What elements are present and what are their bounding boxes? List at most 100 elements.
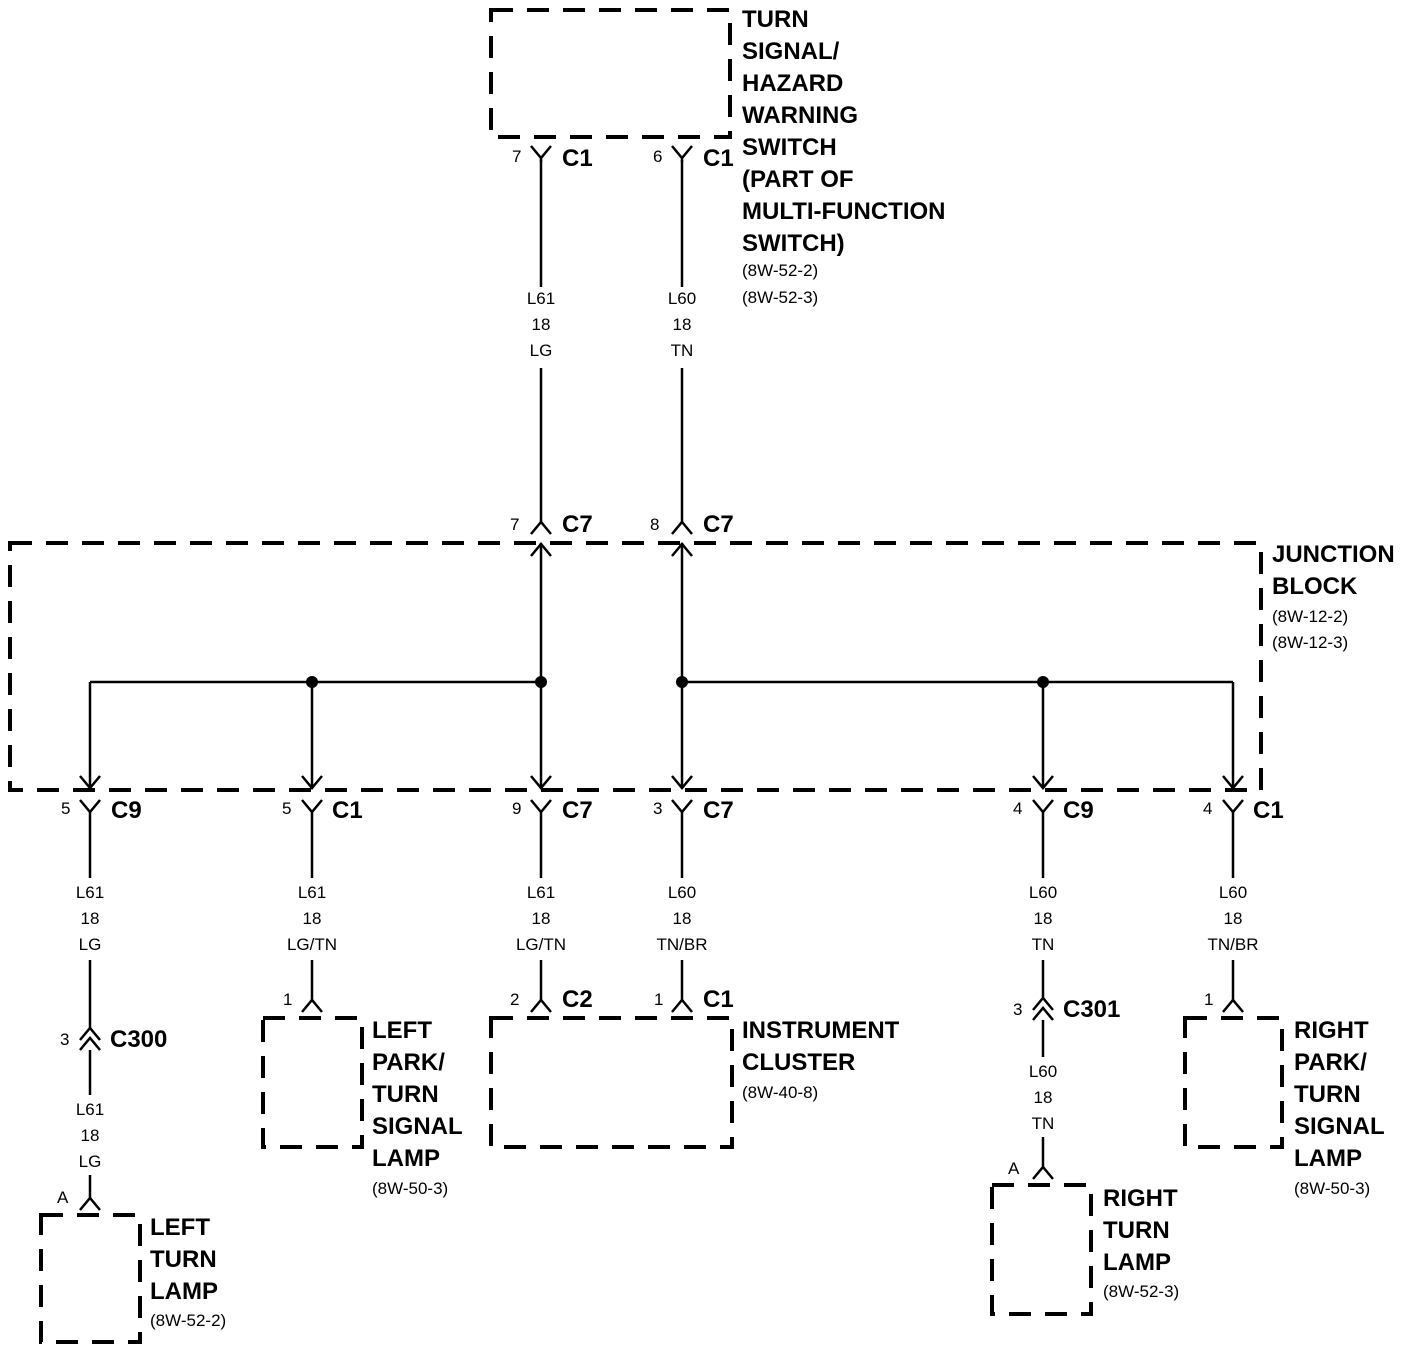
svg-text:(8W-52-3): (8W-52-3) <box>1103 1282 1179 1301</box>
connector-name: C2 <box>562 986 593 1013</box>
svg-text:MULTI-FUNCTION: MULTI-FUNCTION <box>742 198 946 225</box>
svg-text:HAZARD: HAZARD <box>742 70 843 97</box>
connector-name: C7 <box>703 797 734 824</box>
svg-text:INSTRUMENT: INSTRUMENT <box>742 1017 900 1044</box>
c301-symbol <box>1032 996 1054 1021</box>
svg-text:BLOCK: BLOCK <box>1272 573 1358 600</box>
svg-text:SIGNAL: SIGNAL <box>372 1113 463 1140</box>
wire-label-l61-c1: L61 18 LG/TN <box>287 883 337 954</box>
svg-text:PARK/: PARK/ <box>372 1049 445 1076</box>
svg-text:LG/TN: LG/TN <box>287 935 337 954</box>
svg-text:LAMP: LAMP <box>1103 1249 1171 1276</box>
wire-label-l60-c301: L60 18 TN <box>1029 1062 1057 1133</box>
svg-text:TN: TN <box>671 341 694 360</box>
svg-text:(8W-52-2): (8W-52-2) <box>150 1311 226 1330</box>
turn-signal-switch-box <box>489 8 732 139</box>
junction-block-label: JUNCTION BLOCK (8W-12-2) (8W-12-3) <box>1272 541 1395 652</box>
svg-text:18: 18 <box>532 909 551 928</box>
svg-text:SWITCH): SWITCH) <box>742 230 845 257</box>
svg-text:18: 18 <box>673 909 692 928</box>
connector-symbol <box>79 1196 101 1211</box>
pin-number: 8 <box>650 515 659 534</box>
connector-name: C301 <box>1063 996 1120 1023</box>
pin-number: 4 <box>1013 799 1022 818</box>
svg-text:LEFT: LEFT <box>150 1214 210 1241</box>
svg-text:JUNCTION: JUNCTION <box>1272 541 1395 568</box>
splice-dot <box>676 676 688 688</box>
left-park-lamp-box <box>261 1016 364 1149</box>
connector-name: C1 <box>703 145 734 172</box>
arrow-head <box>671 775 693 790</box>
svg-text:RIGHT: RIGHT <box>1294 1017 1369 1044</box>
pin-number: 9 <box>512 799 521 818</box>
left-park-lamp-label: LEFT PARK/ TURN SIGNAL LAMP (8W-50-3) <box>372 1017 463 1198</box>
svg-text:LEFT: LEFT <box>372 1017 432 1044</box>
svg-text:L60: L60 <box>1029 1062 1057 1081</box>
wire-label-l61-c9: L61 18 LG <box>76 883 104 954</box>
svg-text:LG/TN: LG/TN <box>516 935 566 954</box>
connector-symbol <box>79 799 101 814</box>
connector-symbol <box>671 799 693 814</box>
connector-name: C300 <box>110 1026 167 1053</box>
svg-text:TURN: TURN <box>1103 1217 1170 1244</box>
wire-label-l60-c7: L60 18 TN/BR <box>657 883 708 954</box>
arrow-head <box>530 775 552 790</box>
svg-text:18: 18 <box>673 315 692 334</box>
pin-number: 3 <box>653 799 662 818</box>
svg-text:(8W-52-3): (8W-52-3) <box>742 288 818 307</box>
svg-text:18: 18 <box>1224 909 1243 928</box>
wire-label-l60-top: L60 18 TN <box>668 289 696 360</box>
svg-text:(8W-50-3): (8W-50-3) <box>1294 1179 1370 1198</box>
switch-label: TURN SIGNAL/ HAZARD WARNING SWITCH (PART… <box>742 6 946 307</box>
pin-number: 6 <box>653 147 662 166</box>
pin-number: 4 <box>1203 799 1212 818</box>
svg-text:PARK/: PARK/ <box>1294 1049 1367 1076</box>
pin-number: 5 <box>61 799 70 818</box>
pin-number: 7 <box>512 147 521 166</box>
wire-label-l60-c9: L60 18 TN <box>1029 883 1057 954</box>
connector-name: C1 <box>332 797 363 824</box>
svg-text:CLUSTER: CLUSTER <box>742 1049 855 1076</box>
svg-text:(8W-40-8): (8W-40-8) <box>742 1083 818 1102</box>
svg-text:LG: LG <box>79 1152 102 1171</box>
arrow-head <box>530 542 552 557</box>
svg-text:LAMP: LAMP <box>150 1278 218 1305</box>
connector-symbol <box>671 998 693 1013</box>
svg-text:18: 18 <box>1034 909 1053 928</box>
connector-name: C7 <box>562 511 593 538</box>
c300-symbol <box>79 1026 101 1051</box>
wire-label-l61-top: L61 18 LG <box>527 289 555 360</box>
svg-text:L61: L61 <box>527 883 555 902</box>
svg-text:L60: L60 <box>668 883 696 902</box>
pin-number: 7 <box>510 515 519 534</box>
svg-text:L60: L60 <box>1029 883 1057 902</box>
arrow-head <box>1222 775 1244 790</box>
pin-number: 5 <box>282 799 291 818</box>
pin-number: 1 <box>654 990 663 1009</box>
connector-symbol <box>530 799 552 814</box>
svg-text:TURN: TURN <box>372 1081 439 1108</box>
connector-name: C9 <box>1063 797 1094 824</box>
right-turn-lamp-label: RIGHT TURN LAMP (8W-52-3) <box>1103 1185 1179 1301</box>
connector-symbol <box>1222 799 1244 814</box>
svg-text:L60: L60 <box>1219 883 1247 902</box>
pin-number: 1 <box>283 990 292 1009</box>
svg-text:18: 18 <box>303 909 322 928</box>
svg-text:L61: L61 <box>527 289 555 308</box>
svg-text:18: 18 <box>81 1126 100 1145</box>
svg-text:(8W-50-3): (8W-50-3) <box>372 1179 448 1198</box>
svg-text:SIGNAL: SIGNAL <box>1294 1113 1385 1140</box>
svg-text:18: 18 <box>81 909 100 928</box>
svg-text:TURN: TURN <box>150 1246 217 1273</box>
connector-symbol <box>301 799 323 814</box>
connector-symbol <box>671 145 693 162</box>
arrow-head <box>301 775 323 790</box>
svg-text:SIGNAL/: SIGNAL/ <box>742 38 840 65</box>
connector-symbol <box>301 998 323 1013</box>
connector-name: C9 <box>111 797 142 824</box>
connector-symbol <box>530 998 552 1013</box>
connector-symbol <box>1032 1165 1054 1180</box>
arrow-head <box>671 542 693 557</box>
arrow-head <box>79 775 101 790</box>
svg-text:TN/BR: TN/BR <box>1208 935 1259 954</box>
